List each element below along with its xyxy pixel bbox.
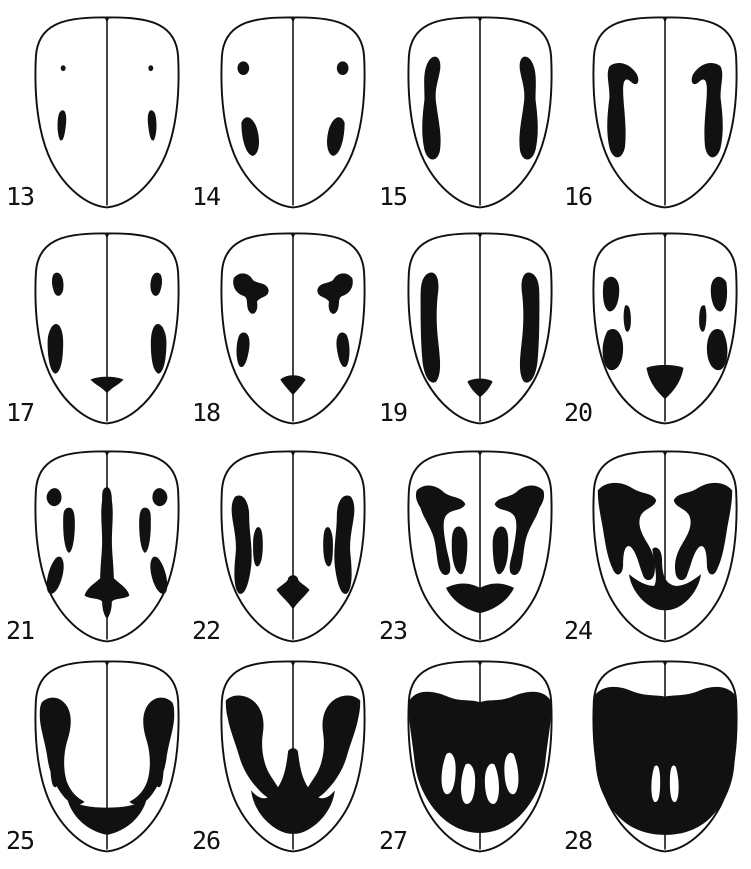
figure-number: 19: [379, 400, 407, 425]
elytra-drawing-15: [405, 12, 555, 212]
figure-16: 16: [590, 12, 751, 225]
elytra-drawing-23: [405, 446, 555, 646]
dark-marking: [155, 747, 164, 787]
elytra-drawing-18: [218, 228, 368, 428]
dark-marking: [337, 61, 349, 75]
figure-number: 22: [192, 618, 220, 643]
dark-marking: [593, 687, 665, 835]
figure-number: 20: [564, 400, 592, 425]
figure-22: 22: [218, 446, 406, 659]
figure-number: 25: [6, 828, 34, 853]
elytra-drawing-28: [590, 656, 740, 856]
elytra-drawing-13: [32, 12, 182, 212]
elytra-drawing-16: [590, 12, 740, 212]
figure-number: 26: [192, 828, 220, 853]
figure-number: 15: [379, 184, 407, 209]
elytra-drawing-26: [218, 656, 368, 856]
figure-number: 16: [564, 184, 592, 209]
dark-marking: [665, 687, 737, 835]
figure-18: 18: [218, 228, 406, 441]
figure-number: 24: [564, 618, 592, 643]
figure-number: 28: [564, 828, 592, 853]
elytra-drawing-17: [32, 228, 182, 428]
figure-26: 26: [218, 656, 406, 869]
figure-24: 24: [590, 446, 751, 659]
dark-marking: [148, 65, 153, 71]
figure-14: 14: [218, 12, 406, 225]
figure-28: 28: [590, 656, 751, 869]
figure-20: 20: [590, 228, 751, 441]
figure-number: 18: [192, 400, 220, 425]
elytra-drawing-25: [32, 656, 182, 856]
elytra-drawing-22: [218, 446, 368, 646]
elytra-drawing-27: [405, 656, 555, 856]
dark-marking: [61, 65, 66, 71]
figure-number: 17: [6, 400, 34, 425]
figure-number: 21: [6, 618, 34, 643]
elytra-drawing-19: [405, 228, 555, 428]
figure-number: 23: [379, 618, 407, 643]
dark-marking: [237, 61, 249, 75]
dark-marking: [51, 747, 60, 787]
figure-number: 14: [192, 184, 220, 209]
figure-number: 13: [6, 184, 34, 209]
elytra-drawing-14: [218, 12, 368, 212]
elytra-drawing-20: [590, 228, 740, 428]
elytra-drawing-24: [590, 446, 740, 646]
elytra-drawing-21: [32, 446, 182, 646]
figure-number: 27: [379, 828, 407, 853]
